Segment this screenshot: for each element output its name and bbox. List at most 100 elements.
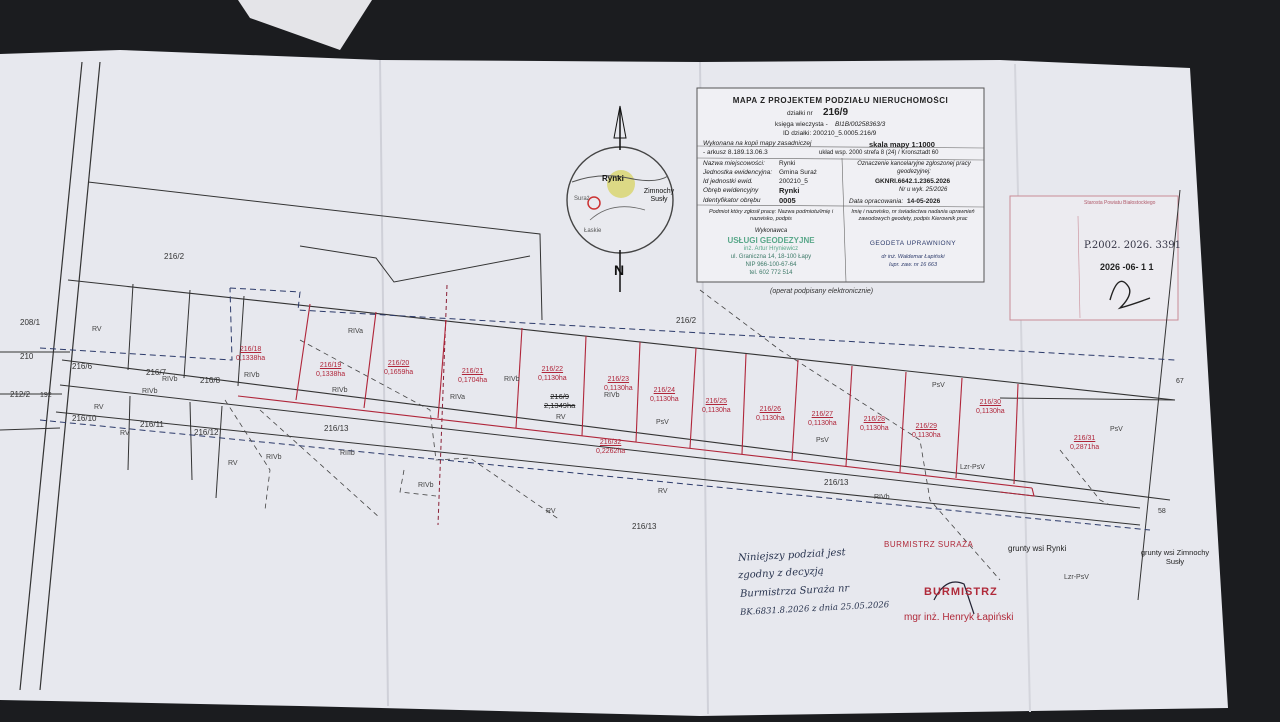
plot-number: 216/32 — [599, 439, 622, 446]
land-use-label: RIVb — [142, 388, 158, 395]
row-label: Identyfikator obrębu — [703, 197, 761, 204]
stamp-date: 2026 -06- 1 1 — [1100, 262, 1154, 272]
plot-area: 0,1130ha — [538, 375, 567, 382]
land-use-label: RIVb — [162, 376, 178, 383]
plot-area: 0,1130ha — [808, 420, 837, 427]
plot-area: 0,1130ha — [912, 432, 941, 439]
land-use-label: RIVb — [244, 372, 260, 379]
operat-note: (operat podpisany elektronicznie) — [770, 288, 874, 295]
plot-number: 216/21 — [461, 368, 484, 375]
land-use-label: RV — [228, 460, 238, 467]
ksiega-value: BI1B/00258363/3 — [835, 121, 886, 128]
land-use-label: Lzr-PsV — [960, 464, 985, 471]
road-edge — [39, 61, 101, 691]
land-use-label: PsV — [1110, 426, 1123, 433]
village-boundary-label: grunty wsi Rynki — [1008, 544, 1067, 553]
firm-stamp-address: ul. Graniczna 14, 18-100 Łapy — [730, 254, 812, 260]
plot-number: 216/26 — [759, 406, 782, 413]
plot-area: 0,1130ha — [976, 408, 1005, 415]
land-use-label: RV — [658, 488, 668, 495]
parcel-number: 216/10 — [72, 414, 97, 423]
land-use-label: PsV — [656, 419, 669, 426]
paper-corner-top — [238, 0, 372, 50]
firm-stamp-person: inż. Artur Hryniewicz — [743, 246, 799, 252]
firm-stamp-name: USŁUGI GEODEZYJNE — [727, 236, 815, 245]
parcel-number: 208/1 — [20, 318, 41, 327]
village-boundary-label: grunty wsi Zimnochy Susły — [1140, 548, 1210, 566]
row-label: Id jednostki ewid. — [703, 178, 753, 185]
plot-number: 216/18 — [239, 346, 262, 353]
plot-number: 216/30 — [979, 399, 1002, 406]
burmistrz-stamp-small: BURMISTRZ SURAŻA — [884, 540, 974, 549]
plot-number: 216/27 — [811, 411, 834, 418]
plot-area: 0,1659ha — [384, 369, 414, 376]
date-label: Data opracowania: — [849, 198, 904, 205]
land-use-label: Lzr-PsV — [1064, 574, 1089, 581]
parcel-number: 216/12 — [194, 428, 219, 437]
coordinate-system: układ wsp. 2000 strefa 8 (24) / Kronszta… — [819, 150, 939, 156]
parcel-number: 216/8 — [200, 376, 221, 385]
plot-number: 216/31 — [1073, 435, 1096, 442]
plot-number: 216/24 — [653, 387, 676, 394]
parcel-number: 216/13 — [632, 522, 657, 531]
row-value: Rynki — [779, 186, 800, 195]
land-use-label: RIVb — [418, 482, 434, 489]
plot-area: 0,1704ha — [458, 377, 488, 384]
land-use-label: RIVb — [604, 392, 620, 399]
row-label: Jednostka ewidencyjna: — [703, 169, 773, 176]
plot-number: 216/28 — [863, 416, 886, 423]
north-label: N — [614, 262, 625, 278]
plot-label: 216/20 0,1659ha — [384, 359, 413, 377]
geodeta-stamp: GEODETA UPRAWNIONY — [869, 240, 957, 247]
parcel-number: 67 — [1176, 378, 1184, 385]
arkusz-label: - arkusz 8.189.13.06.3 — [703, 149, 768, 156]
plot-number: 216/9 — [550, 392, 570, 401]
land-use-label: RIVb — [332, 387, 348, 394]
row-value: Gmina Suraż — [779, 169, 817, 176]
parcel-number: 192 — [40, 392, 52, 399]
paper-fold — [379, 59, 389, 707]
plot-label: 216/28 0,1130ha — [860, 415, 889, 433]
row-value: 0005 — [779, 196, 796, 205]
land-use-label: RIVa — [348, 328, 364, 335]
title-block-frame — [696, 87, 985, 283]
paper-fold — [1014, 63, 1031, 713]
land-use-label: RV — [120, 430, 130, 437]
registration-stamp — [1009, 195, 1179, 321]
burmistrz-stamp-large: BURMISTRZ — [924, 586, 998, 598]
plot-area: 0,1130ha — [860, 425, 889, 432]
geodeta-name: dr inż. Waldemar Łapiński — [881, 254, 945, 260]
podmiot-label: Podmiot który zgłosił pracę: Nazwa podmi… — [708, 209, 834, 222]
plot-label: 216/18 0,1338ha — [236, 345, 265, 363]
plot-number: 216/23 — [607, 376, 630, 383]
title-block: MAPA Z PROJEKTEM PODZIAŁU NIERUCHOMOŚCI … — [697, 88, 984, 282]
parcel-number: 216/7 — [146, 368, 167, 377]
parcel-number: 216/13 — [324, 424, 349, 433]
plot-number: 216/20 — [387, 360, 410, 367]
signature-mark — [933, 581, 975, 615]
parcel-number: 216/6 — [72, 362, 93, 371]
plot-label: 216/30 0,1130ha — [976, 398, 1005, 416]
plot-area: 2,1349ha — [544, 401, 576, 410]
parcel-number: 216/2 — [676, 316, 697, 325]
stamp-p-number: P.2002. 2026. 3391 — [1084, 240, 1181, 251]
stamp-header: Starosta Powiatu Białostockiego — [1084, 200, 1156, 206]
plot-area: 0,1338ha — [236, 355, 266, 362]
wykaz-value: Nr u wyk. 25/2026 — [899, 187, 948, 193]
wykonawca-label: Wykonawca — [754, 228, 788, 234]
road-edge — [19, 61, 83, 691]
row-value: Rynki — [779, 160, 796, 167]
scale-label: skala mapy 1:1000 — [869, 140, 935, 149]
parcel-number: 216/2 — [164, 252, 185, 261]
land-use-label: RIVa — [450, 394, 466, 401]
row-label: Nazwa miejscowości: — [703, 160, 765, 167]
land-use-label: PsV — [816, 437, 829, 444]
plot-label: 216/27 0,1130ha — [808, 410, 837, 428]
